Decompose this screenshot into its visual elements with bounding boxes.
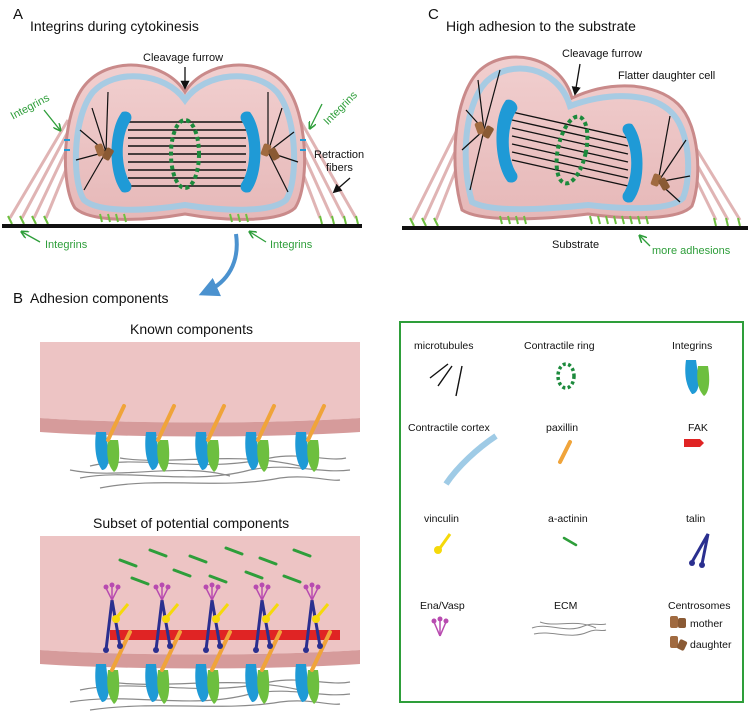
ecm-icon	[531, 621, 607, 636]
talin-icon	[689, 533, 710, 568]
microtubules-icon	[429, 363, 463, 397]
centrosome-c-left	[474, 121, 494, 139]
subset-components-illustration	[40, 536, 360, 711]
integrin-crescent-right	[240, 111, 261, 193]
legend-label-integrins: Integrins	[672, 340, 712, 352]
integrins-label-bottom-left: Integrins	[45, 239, 88, 251]
contractile-cortex	[72, 73, 298, 213]
legend-label-microtubules: microtubules	[414, 340, 474, 352]
adhesion-unit	[95, 404, 126, 472]
centrosome-c-right	[650, 173, 670, 191]
contractile-ring-c	[554, 114, 590, 186]
panel-a: A Integrins during cytokinesis	[2, 6, 364, 297]
centrosome-icon	[670, 616, 688, 651]
panel-c-letter: C	[428, 6, 439, 23]
cleavage-furrow-label-a: Cleavage furrow	[143, 52, 223, 64]
panel-a-letter: A	[13, 6, 23, 23]
legend-label-vinculin: vinculin	[424, 513, 459, 525]
contractile-ring	[169, 118, 201, 190]
legend-label-ecm: ECM	[554, 600, 577, 612]
substrate-a	[2, 224, 362, 228]
integrins-arrow-left	[43, 109, 60, 130]
substrate-label: Substrate	[552, 239, 599, 251]
known-components-title: Known components	[130, 321, 253, 337]
retraction-fibers-label-2: fibers	[326, 162, 353, 174]
known-components-illustration	[40, 342, 360, 489]
integrin-crescent-c-left	[496, 99, 518, 183]
panel-c-title: High adhesion to the substrate	[446, 18, 636, 34]
centrosome-left	[94, 143, 114, 161]
panel-b: B Adhesion components Known components	[13, 290, 360, 711]
legend-label-contractile-cortex: Contractile cortex	[408, 422, 490, 434]
legend-box	[399, 321, 744, 703]
legend-label-paxillin: paxillin	[546, 422, 578, 434]
centrosome-right	[260, 143, 280, 161]
cleavage-furrow-label-c: Cleavage furrow	[562, 48, 642, 60]
integrins-label-left: Integrins	[9, 92, 52, 123]
legend-label-centrosomes: Centrosomes	[668, 600, 730, 612]
ena-vasp-icon	[431, 616, 449, 637]
adhesion-unit	[145, 404, 176, 472]
cleavage-furrow-arrow-c	[571, 63, 581, 96]
integrin-icon	[685, 360, 710, 396]
paxillin-icon	[558, 440, 572, 464]
adhesion-unit	[195, 404, 226, 472]
integrins-arrow-bottom-left	[22, 232, 41, 243]
integrins-arrow-bottom-right	[250, 232, 267, 243]
flatter-daughter-label: Flatter daughter cell	[618, 70, 715, 82]
integrin-ticks-c	[409, 215, 741, 227]
substrate-c	[402, 226, 748, 230]
spindle-microtubules-c	[511, 111, 629, 187]
fak-icon	[684, 439, 704, 447]
retraction-fibers-label-1: Retraction	[314, 149, 364, 161]
panel-b-title: Adhesion components	[30, 290, 169, 306]
vinculin-icon	[434, 533, 452, 554]
more-adhesions-label: more adhesions	[652, 245, 731, 257]
adhesion-unit	[245, 404, 276, 472]
retraction-fibers-arrow	[332, 177, 351, 194]
integrins-arrow-right	[310, 103, 323, 128]
more-adhesions-arrow	[640, 236, 651, 247]
legend-label-daughter: daughter	[690, 639, 732, 651]
legend-label-ena-vasp: Ena/Vasp	[420, 600, 465, 612]
legend-label-fak: FAK	[688, 422, 708, 434]
actinin-icon	[562, 536, 578, 547]
contractile-cortex-c	[462, 65, 692, 213]
adhesion-unit	[295, 404, 326, 472]
legend-label-contractile-ring: Contractile ring	[524, 340, 595, 352]
panel-b-letter: B	[13, 290, 23, 307]
legend-label-actinin: a-actinin	[548, 513, 588, 525]
integrins-label-bottom-right: Integrins	[270, 239, 313, 251]
integrin-ticks	[7, 139, 359, 225]
legend-label-mother: mother	[690, 618, 723, 630]
integrins-label-right: Integrins	[322, 89, 361, 128]
legend: microtubules Contractile ring Integrins …	[399, 321, 744, 703]
panel-c: C High adhesion to the substrate	[402, 6, 748, 257]
integrin-crescent-left	[111, 111, 132, 193]
integrin-crescent-c-right	[622, 123, 643, 203]
zoom-arrow	[198, 233, 239, 297]
contractile-ring-icon	[556, 362, 576, 390]
subset-units	[95, 582, 332, 704]
contractile-cortex-icon	[443, 433, 498, 486]
subset-components-title: Subset of potential components	[93, 515, 289, 531]
legend-label-talin: talin	[686, 513, 705, 525]
panel-a-title: Integrins during cytokinesis	[30, 18, 199, 34]
